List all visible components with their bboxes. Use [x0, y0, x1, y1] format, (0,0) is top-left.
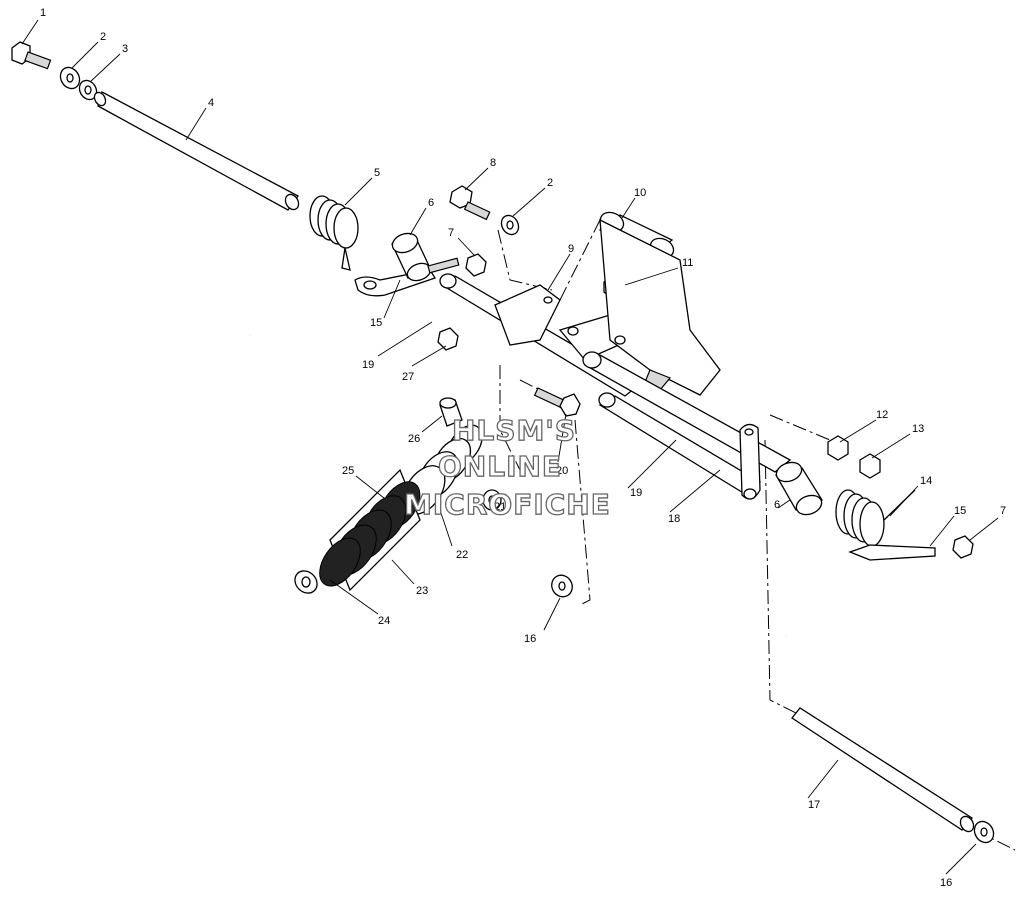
- part-14-torsion-spring-right: [785, 489, 916, 637]
- callout-11: 11: [682, 257, 693, 269]
- callout-19: 19: [362, 359, 374, 371]
- part-2-lock-washer: [59, 66, 81, 90]
- callout-18: 18: [668, 513, 680, 525]
- callout-7b: 7: [1000, 505, 1006, 517]
- watermark-line-3: MICROFICHE: [404, 488, 611, 521]
- part-link-arm-right: [739, 423, 761, 500]
- part-22-shock-spring: [402, 424, 483, 515]
- part-23-shock-body: [319, 468, 421, 592]
- callout-20: 20: [556, 465, 568, 477]
- part-24-shock-eye: [294, 570, 318, 594]
- part-21-washer: [482, 489, 502, 511]
- callout-4: 4: [208, 97, 214, 109]
- callout-15b: 15: [954, 505, 966, 517]
- callout-24: 24: [378, 615, 390, 627]
- part-16-washer-center: [551, 574, 573, 598]
- part-6-bushing-right: [775, 461, 823, 516]
- watermark-line-2: ONLINE: [438, 450, 562, 483]
- callout-12: 12: [876, 409, 888, 421]
- part-9-rail-mount-bracket: [494, 218, 721, 396]
- part-26-bushing: [439, 397, 463, 427]
- callout-5: 5: [374, 167, 380, 179]
- part-7-nut-right: [952, 535, 974, 559]
- callout-16: 16: [524, 633, 536, 645]
- part-15-bolt-right: [848, 544, 936, 561]
- part-13-nut: [859, 453, 881, 479]
- part-18-cross-shaft-lower: [582, 351, 792, 495]
- callout-14: 14: [920, 475, 932, 487]
- part-6-bushing-left: [391, 232, 432, 282]
- callout-2b: 2: [547, 177, 553, 189]
- callout-9: 9: [568, 243, 574, 255]
- part-16-washer-right: [973, 820, 995, 844]
- callout-16b: 16: [940, 877, 952, 889]
- leader-lines: [21, 19, 999, 875]
- callout-8: 8: [490, 157, 496, 169]
- callout-19b: 19: [630, 487, 642, 499]
- part-27-nut: [437, 327, 459, 351]
- part-8-bolt: [449, 185, 491, 221]
- callout-26: 26: [408, 433, 420, 445]
- watermark-line-1: HLSM'S: [452, 414, 576, 447]
- callout-23: 23: [416, 585, 428, 597]
- part-3-washer: [78, 79, 98, 101]
- callout-21: 21: [494, 501, 506, 513]
- part-1-bolt: [11, 41, 52, 70]
- part-4-shaft: [93, 91, 300, 211]
- part-7-nut-left: [427, 253, 487, 277]
- callout-3: 3: [122, 43, 128, 55]
- callout-15: 15: [370, 317, 382, 329]
- part-2-washer-center: [500, 214, 520, 236]
- watermark: HLSM'S ONLINE MICROFICHE: [403, 413, 611, 521]
- callout-labels: 1 2 3 4 5 6 7 8 2 10 11 9 15 19 27 26 25…: [40, 7, 1006, 889]
- callout-13: 13: [912, 423, 924, 435]
- part-17-shaft: [791, 707, 975, 833]
- callout-6b: 6: [774, 499, 780, 511]
- part-20-bolt: [533, 387, 581, 417]
- callout-25: 25: [342, 465, 354, 477]
- callout-2: 2: [100, 31, 106, 43]
- callout-10: 10: [634, 187, 646, 199]
- callout-27: 27: [402, 371, 414, 383]
- part-12-nut: [827, 435, 849, 461]
- callout-7: 7: [448, 227, 454, 239]
- callout-6: 6: [428, 197, 434, 209]
- callout-1: 1: [40, 7, 46, 19]
- part-5-torsion-spring: [248, 195, 359, 336]
- callout-17: 17: [808, 799, 820, 811]
- callout-22: 22: [456, 549, 468, 561]
